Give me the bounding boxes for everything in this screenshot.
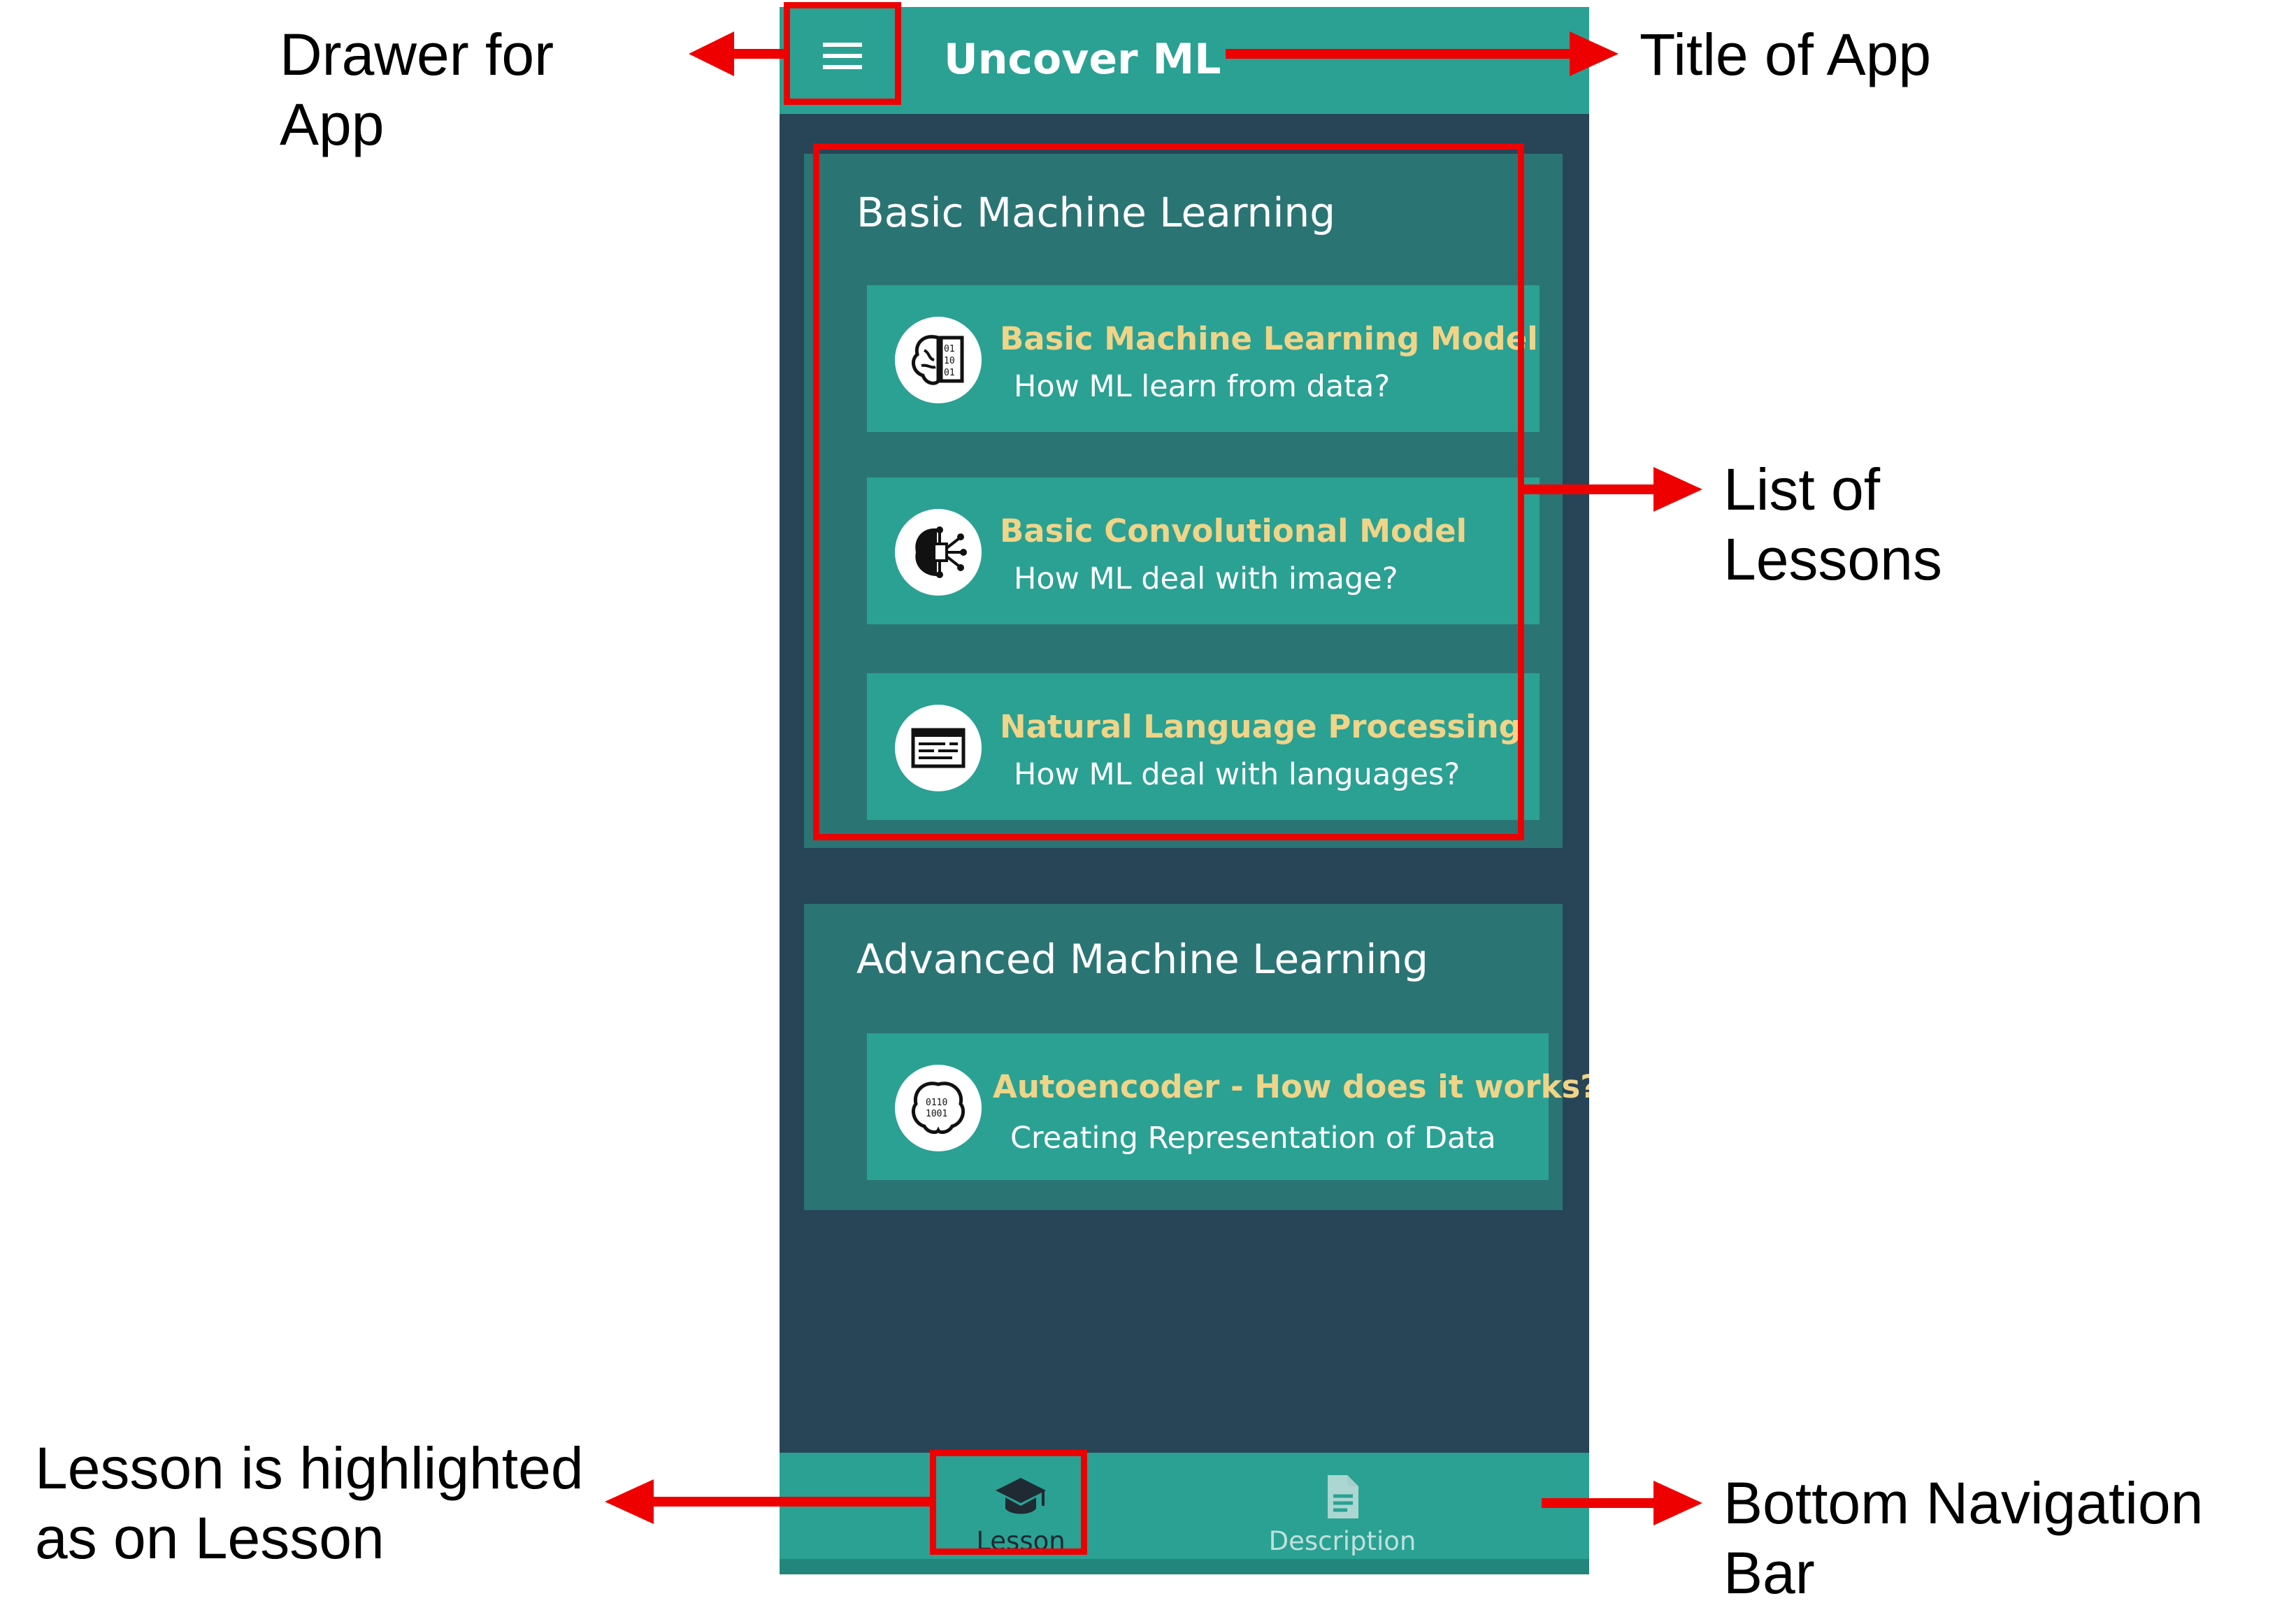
svg-text:1001: 1001 xyxy=(926,1109,947,1119)
brain-circuit-icon xyxy=(895,509,982,596)
highlight-box-drawer xyxy=(784,2,901,105)
annotation-bottom-nav: Bottom Navigation Bar xyxy=(1723,1470,2204,1606)
nav-item-description[interactable]: Description xyxy=(1255,1467,1430,1558)
brain-binary-icon: 01 10 01 xyxy=(895,317,982,403)
lesson-card[interactable]: 01 10 01 Basic Machine Learning Model Ho… xyxy=(867,285,1540,432)
arrow-bottom-nav-head xyxy=(1653,1481,1702,1525)
bottom-navigation-bar: Lesson Description xyxy=(780,1453,1589,1574)
annotation-title: Title of App xyxy=(1640,22,1932,87)
lesson-card[interactable]: Natural Language Processing How ML deal … xyxy=(867,673,1540,820)
highlight-box-lesson-tab xyxy=(930,1450,1087,1555)
svg-text:10: 10 xyxy=(944,356,955,366)
section-title: Basic Machine Learning xyxy=(856,189,1336,236)
lesson-title: Natural Language Processing xyxy=(1000,708,1521,745)
lesson-subtitle: How ML learn from data? xyxy=(1014,369,1391,404)
lesson-title: Autoencoder - How does it works? xyxy=(993,1068,1589,1105)
section-title: Advanced Machine Learning xyxy=(856,935,1428,983)
svg-text:01: 01 xyxy=(944,368,955,378)
svg-text:01: 01 xyxy=(944,344,955,354)
app-bar: Uncover ML xyxy=(780,7,1589,114)
section-basic-ml: Basic Machine Learning 01 10 01 Basic Ma… xyxy=(804,154,1563,848)
nav-divider xyxy=(780,1559,1589,1574)
lesson-title: Basic Machine Learning Model xyxy=(1000,320,1538,357)
lesson-subtitle: How ML deal with image? xyxy=(1014,561,1398,596)
phone-screen: Uncover ML Basic Machine Learning 01 10 … xyxy=(780,7,1589,1574)
lesson-subtitle: Creating Representation of Data xyxy=(1010,1121,1496,1156)
text-window-icon xyxy=(895,705,982,791)
section-advanced-ml: Advanced Machine Learning 0110 1001 Auto… xyxy=(804,904,1589,1210)
svg-text:0110: 0110 xyxy=(926,1098,947,1108)
nav-label: Description xyxy=(1268,1526,1416,1556)
annotation-lessons: List of Lessons xyxy=(1723,457,1942,592)
arrow-lessons-head xyxy=(1653,467,1702,512)
lesson-card[interactable]: Basic Convolutional Model How ML deal wi… xyxy=(867,477,1540,624)
drawer-menu-button[interactable] xyxy=(788,7,896,105)
app-title: Uncover ML xyxy=(944,35,1221,84)
document-icon xyxy=(1328,1475,1358,1518)
arrow-drawer-head xyxy=(689,31,734,76)
arrow-highlight-head xyxy=(605,1479,654,1524)
hamburger-menu-icon xyxy=(822,43,862,69)
lesson-subtitle: How ML deal with languages? xyxy=(1014,757,1461,792)
brain-binary-icon: 0110 1001 xyxy=(895,1065,982,1151)
annotation-highlight: Lesson is highlighted as on Lesson xyxy=(35,1435,584,1571)
highlight-box-lessons xyxy=(813,143,1524,840)
lesson-title: Basic Convolutional Model xyxy=(1000,512,1468,549)
graduation-cap-icon xyxy=(996,1478,1046,1514)
annotation-drawer: Drawer for App xyxy=(280,22,554,157)
lesson-card[interactable]: 0110 1001 Autoencoder - How does it work… xyxy=(867,1033,1589,1180)
